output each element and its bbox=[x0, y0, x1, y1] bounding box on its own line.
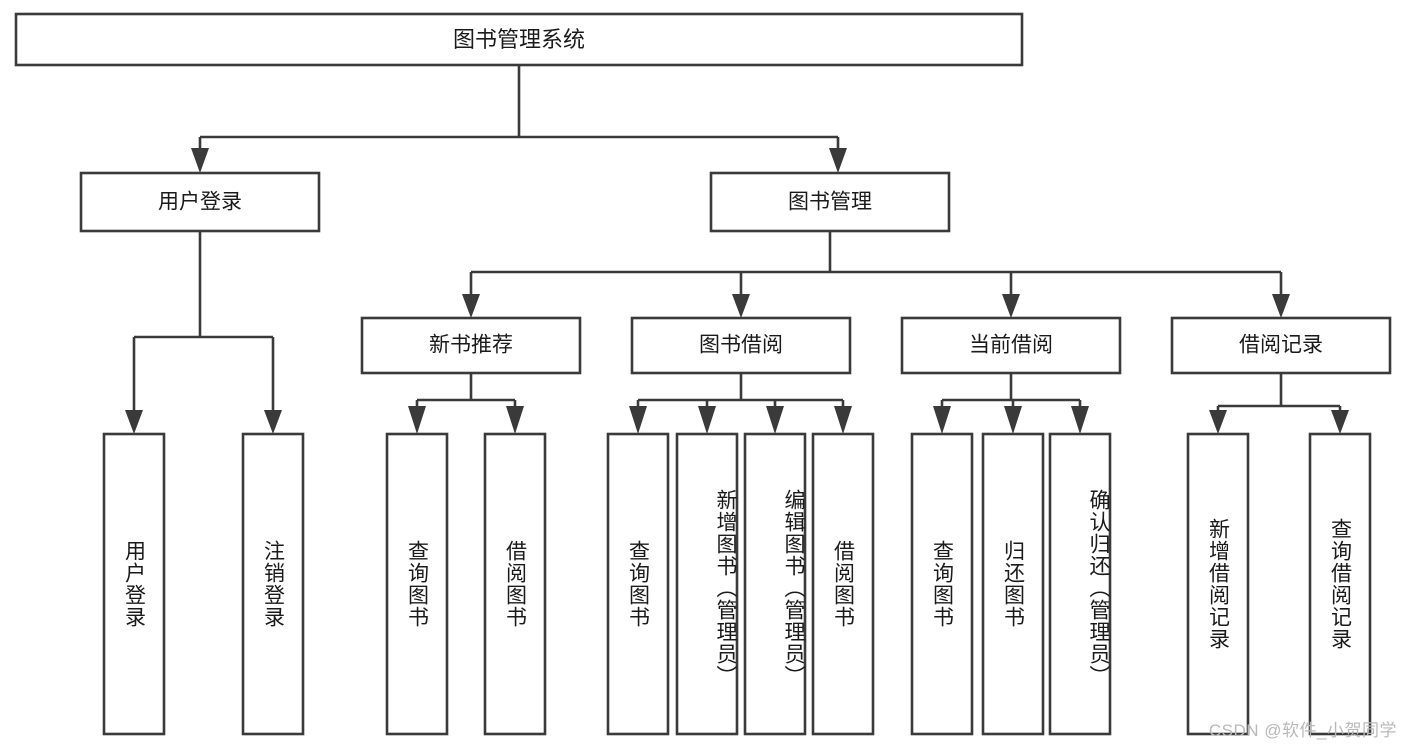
node-borrow-record[interactable]: 借阅记录 bbox=[1170, 316, 1392, 375]
arrowhead-leaf-edit-book bbox=[766, 406, 784, 434]
node-root-box[interactable] bbox=[14, 12, 1024, 67]
arrowhead-new-book-rec bbox=[462, 294, 480, 318]
node-new-book-rec-box[interactable] bbox=[360, 316, 582, 375]
node-user-login[interactable]: 用户登录 bbox=[79, 171, 321, 233]
leaf-nodes bbox=[102, 432, 1372, 736]
node-leaf-query-borrow-record-box[interactable] bbox=[1308, 432, 1372, 736]
arrowhead-user-login bbox=[191, 148, 209, 173]
node-book-manage-box[interactable] bbox=[709, 171, 951, 233]
node-leaf-return-book-box[interactable] bbox=[981, 432, 1045, 736]
node-current-borrow-box[interactable] bbox=[900, 316, 1122, 375]
arrowhead-leaf-logout bbox=[264, 410, 282, 434]
node-root-label: 图书管理系统 bbox=[453, 27, 585, 52]
arrowhead-book-borrow bbox=[732, 294, 750, 318]
arrowhead-leaf-return-book bbox=[1004, 406, 1022, 434]
arrowhead-borrow-record bbox=[1272, 294, 1290, 318]
arrowhead-leaf-query-borrow-record bbox=[1331, 410, 1349, 434]
arrowhead-leaf-confirm-return bbox=[1071, 406, 1089, 434]
arrowhead-leaf-borrow-book-1 bbox=[506, 406, 524, 434]
node-leaf-edit-book-box[interactable] bbox=[743, 432, 807, 736]
node-leaf-borrow-book-1-box[interactable] bbox=[483, 432, 547, 736]
node-current-borrow-label: 当前借阅 bbox=[969, 334, 1053, 357]
node-leaf-borrow-book-2-box[interactable] bbox=[811, 432, 875, 736]
node-leaf-add-borrow-record-box[interactable] bbox=[1186, 432, 1250, 736]
node-new-book-rec[interactable]: 新书推荐 bbox=[360, 316, 582, 375]
arrowhead-leaf-user-login bbox=[125, 410, 143, 434]
arrowhead-leaf-query-book-2 bbox=[629, 406, 647, 434]
node-leaf-add-book-box[interactable] bbox=[675, 432, 739, 736]
node-leaf-confirm-return-box[interactable] bbox=[1048, 432, 1112, 736]
node-new-book-rec-label: 新书推荐 bbox=[429, 334, 513, 357]
arrowhead-leaf-query-book-3 bbox=[933, 406, 951, 434]
arrowhead-current-borrow bbox=[1002, 294, 1020, 318]
node-book-borrow[interactable]: 图书借阅 bbox=[630, 316, 852, 375]
node-root[interactable]: 图书管理系统 bbox=[14, 12, 1024, 67]
node-leaf-query-book-2-box[interactable] bbox=[606, 432, 670, 736]
arrowhead-leaf-borrow-book-2 bbox=[834, 406, 852, 434]
arrowhead-book-manage bbox=[829, 148, 847, 173]
node-user-login-label: 用户登录 bbox=[158, 191, 242, 214]
csdn-watermark: CSDN @软件_小贺同学 bbox=[1208, 721, 1397, 740]
node-book-borrow-box[interactable] bbox=[630, 316, 852, 375]
node-borrow-record-label: 借阅记录 bbox=[1239, 334, 1323, 357]
node-leaf-user-login-box[interactable] bbox=[102, 432, 166, 736]
arrowhead-leaf-query-book-1 bbox=[408, 406, 426, 434]
connectors bbox=[125, 65, 1349, 434]
node-borrow-record-box[interactable] bbox=[1170, 316, 1392, 375]
node-leaf-query-book-3-box[interactable] bbox=[910, 432, 974, 736]
node-leaf-query-book-1-box[interactable] bbox=[385, 432, 449, 736]
node-book-manage-label: 图书管理 bbox=[788, 191, 872, 214]
arrowhead-leaf-add-book bbox=[698, 406, 716, 434]
node-book-manage[interactable]: 图书管理 bbox=[709, 171, 951, 233]
node-user-login-box[interactable] bbox=[79, 171, 321, 233]
arrowhead-leaf-add-borrow-record bbox=[1209, 410, 1227, 434]
node-book-borrow-label: 图书借阅 bbox=[699, 334, 783, 357]
node-leaf-logout-box[interactable] bbox=[241, 432, 305, 736]
node-current-borrow[interactable]: 当前借阅 bbox=[900, 316, 1122, 375]
